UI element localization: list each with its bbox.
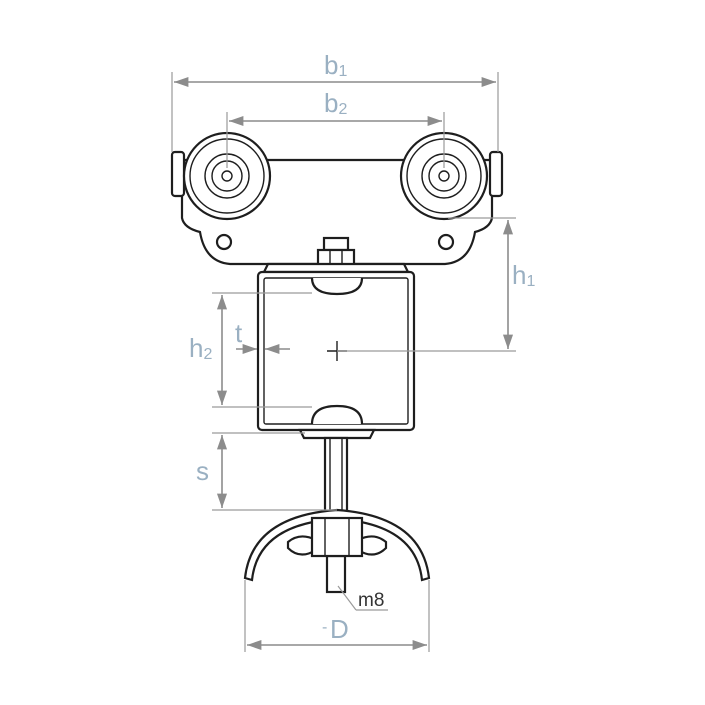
dimension-h1 bbox=[337, 217, 516, 352]
dimension-s bbox=[212, 432, 337, 511]
upper-washer bbox=[262, 262, 410, 274]
dimension-D bbox=[244, 580, 430, 652]
label-s: s bbox=[196, 456, 209, 486]
label-m8: m8 bbox=[358, 590, 384, 611]
right-plate-hole bbox=[437, 233, 455, 251]
label-h1: h1 bbox=[512, 260, 535, 290]
right-side-clip bbox=[488, 150, 504, 198]
label-b1: b1 bbox=[324, 50, 347, 80]
label-D-prefix: - bbox=[322, 619, 327, 636]
top-nut bbox=[316, 236, 356, 268]
threaded-rod bbox=[323, 436, 349, 594]
label-h2: h2 bbox=[189, 333, 212, 363]
lower-washer bbox=[298, 428, 376, 440]
cable-saddle bbox=[243, 508, 431, 582]
dimension-m8 bbox=[337, 585, 388, 611]
left-plate-hole bbox=[215, 233, 233, 251]
dimension-b2 bbox=[226, 112, 445, 168]
dimension-b1 bbox=[171, 72, 499, 152]
label-D: D bbox=[330, 614, 349, 644]
dimension-h2 bbox=[212, 292, 312, 408]
left-side-clip bbox=[170, 150, 186, 198]
wing-nut bbox=[286, 516, 388, 558]
label-b2: b2 bbox=[324, 88, 347, 118]
label-t: t bbox=[235, 318, 243, 348]
